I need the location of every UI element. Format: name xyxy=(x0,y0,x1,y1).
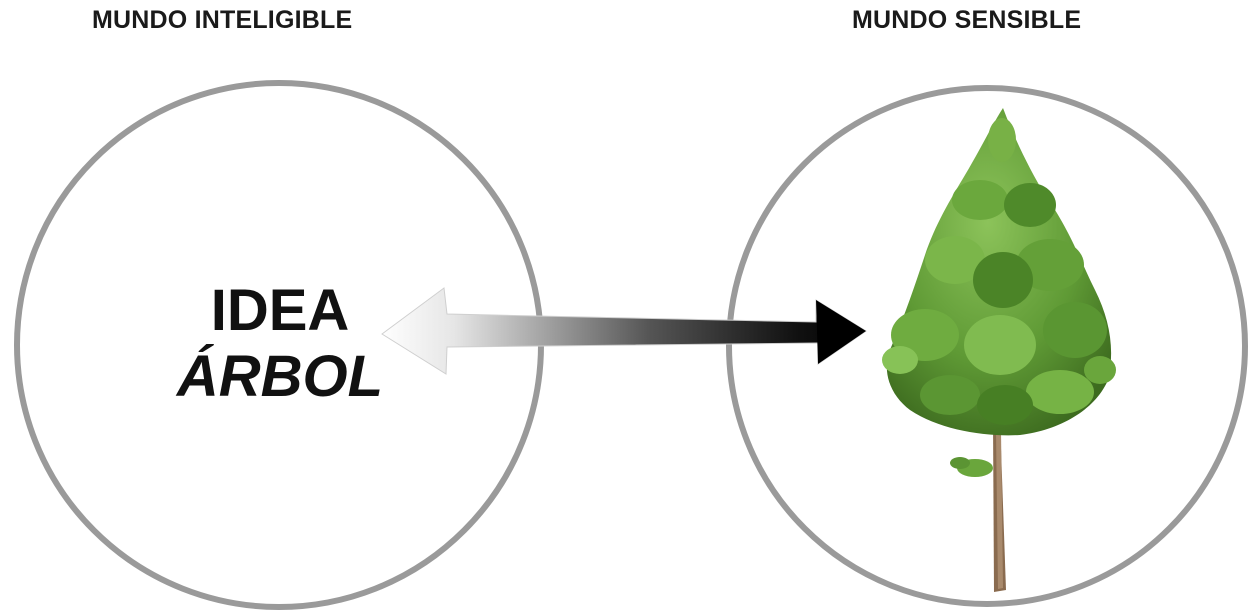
arbol-label: ÁRBOL xyxy=(176,344,384,409)
heading-mundo-inteligible: MUNDO INTELIGIBLE xyxy=(92,6,353,34)
heading-mundo-sensible: MUNDO SENSIBLE xyxy=(852,6,1082,34)
circle-mundo-sensible xyxy=(726,85,1248,607)
double-headed-arrow-icon xyxy=(381,287,867,375)
tree-icon xyxy=(882,108,1116,592)
idea-label: IDEA xyxy=(210,278,350,343)
